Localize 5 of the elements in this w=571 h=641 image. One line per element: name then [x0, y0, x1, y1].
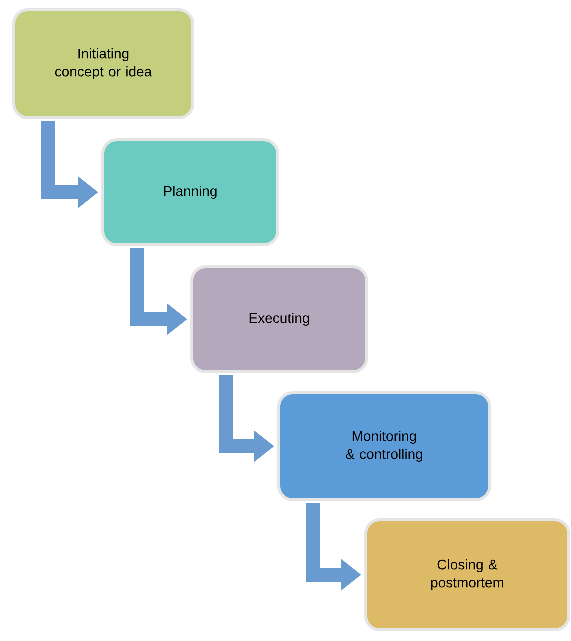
- process-box: Executing: [190, 266, 368, 374]
- process-box: Closing & postmortem: [364, 518, 570, 632]
- process-box: Planning: [102, 138, 280, 246]
- process-box: Initiating concept or idea: [12, 8, 194, 120]
- process-box: Monitoring & controlling: [278, 392, 492, 502]
